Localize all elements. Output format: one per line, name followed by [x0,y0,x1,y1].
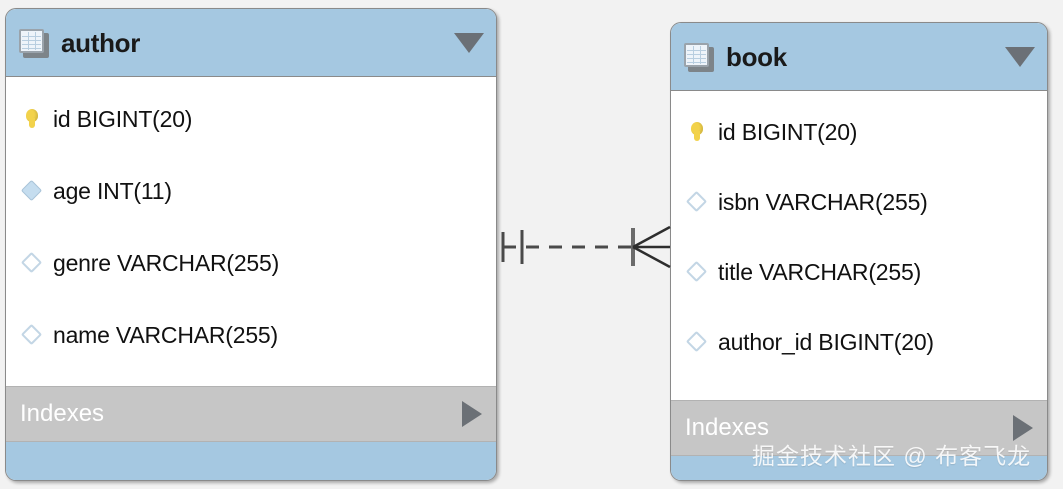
chevron-down-icon[interactable] [1005,46,1035,67]
column-label: isbn VARCHAR(255) [718,188,928,215]
table-icon [684,42,714,72]
column-label: name VARCHAR(255) [53,321,278,348]
chevron-right-icon[interactable] [462,401,482,427]
table-name-author: author [61,27,141,58]
diamond-hollow-icon [20,323,44,347]
column-label: age INT(11) [53,177,172,204]
column-row[interactable]: id BIGINT(20) [671,97,1047,167]
column-row[interactable]: name VARCHAR(255) [6,299,496,371]
table-icon [19,28,49,58]
key-icon [20,107,44,131]
column-label: id BIGINT(20) [53,105,193,132]
column-label: title VARCHAR(255) [718,258,922,285]
table-footer-book [671,455,1047,480]
column-label: author_id BIGINT(20) [718,328,934,355]
table-name-book: book [726,41,787,72]
column-list-book: id BIGINT(20) isbn VARCHAR(255) title VA… [671,91,1047,400]
column-row[interactable]: author_id BIGINT(20) [671,307,1047,377]
column-row[interactable]: genre VARCHAR(255) [6,227,496,299]
column-label: id BIGINT(20) [718,118,858,145]
diamond-hollow-icon [685,260,709,284]
chevron-right-icon[interactable] [1013,415,1033,441]
table-footer-author [6,441,496,480]
table-node-book[interactable]: book id BIGINT(20) isbn VARCHAR(255) [670,22,1048,481]
crows-foot-icon [632,225,671,269]
table-header-book[interactable]: book [671,23,1047,91]
diamond-filled-icon [20,179,44,203]
indexes-label: Indexes [20,400,105,427]
diamond-hollow-icon [685,330,709,354]
column-row[interactable]: isbn VARCHAR(255) [671,167,1047,237]
column-row[interactable]: id BIGINT(20) [6,83,496,155]
column-row[interactable]: age INT(11) [6,155,496,227]
table-header-author[interactable]: author [6,9,496,77]
diamond-hollow-icon [20,251,44,275]
indexes-section-book[interactable]: Indexes [671,400,1047,455]
column-row[interactable]: title VARCHAR(255) [671,237,1047,307]
indexes-section-author[interactable]: Indexes [6,386,496,441]
column-label: genre VARCHAR(255) [53,249,280,276]
key-icon [685,120,709,144]
indexes-label: Indexes [685,414,770,441]
column-list-author: id BIGINT(20) age INT(11) genre VARCHAR(… [6,77,496,386]
diamond-hollow-icon [685,190,709,214]
relationship-connector[interactable] [494,218,676,278]
chevron-down-icon[interactable] [454,32,484,53]
table-node-author[interactable]: author id BIGINT(20) age INT(11) [5,8,497,481]
